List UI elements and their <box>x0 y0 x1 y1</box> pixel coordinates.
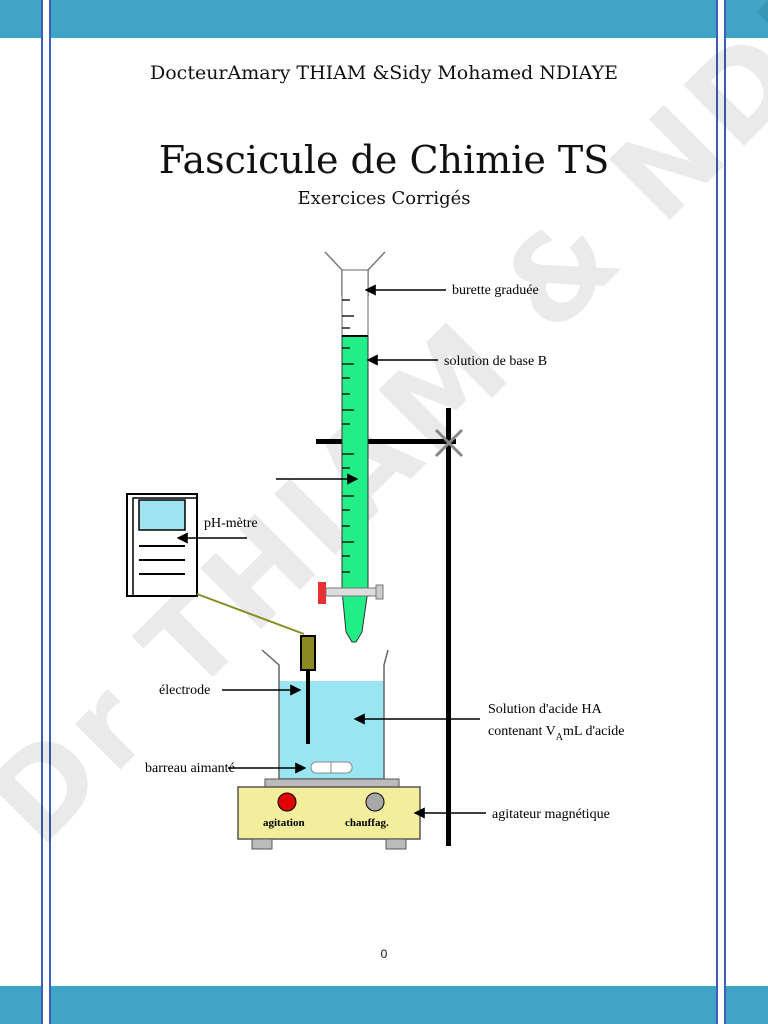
burette <box>318 251 386 643</box>
label-stirrer: agitateur magnétique <box>492 807 610 822</box>
bottom-band <box>0 986 42 1024</box>
agitation-knob <box>277 792 297 812</box>
label-burette: burette graduée <box>452 283 539 298</box>
label-acid-line1: Solution d'acide HA <box>488 702 603 717</box>
top-band <box>0 0 42 38</box>
electrode-probe <box>300 635 316 671</box>
agitation-label: agitation <box>263 817 305 829</box>
ph-meter <box>126 493 305 635</box>
margin-line-right <box>724 0 726 1024</box>
label-ph-meter: pH-mètre <box>204 516 258 531</box>
top-band <box>50 0 716 38</box>
retort-stand <box>316 408 464 846</box>
beaker <box>261 635 389 780</box>
ph-screen <box>138 499 186 531</box>
label-acid-line2: contenant VAmL d'acide <box>488 724 625 743</box>
header-authors: DocteurAmary THIAM &Sidy Mohamed NDIAYE <box>150 62 618 84</box>
chauffage-knob <box>365 792 385 812</box>
bottom-band <box>724 986 768 1024</box>
bottom-band <box>50 986 716 1024</box>
label-base-solution: solution de base B <box>444 354 547 369</box>
margin-line-left-inner <box>49 0 51 1024</box>
magnetic-stirrer: agitation chauffag. <box>237 778 421 850</box>
page-subtitle: Exercices Corrigés <box>297 188 471 209</box>
annotation-arrows <box>176 284 486 819</box>
margin-line-right-inner <box>716 0 718 1024</box>
top-band <box>724 0 768 38</box>
base-solution <box>341 335 369 591</box>
label-stir-bar: barreau aimanté <box>145 761 235 776</box>
stopcock <box>318 582 326 604</box>
page-title: Fascicule de Chimie TS <box>158 138 610 182</box>
chauffage-label: chauffag. <box>345 817 389 829</box>
page-number: 0 <box>380 947 388 961</box>
margin-line-left <box>41 0 43 1024</box>
label-electrode: électrode <box>159 683 210 698</box>
